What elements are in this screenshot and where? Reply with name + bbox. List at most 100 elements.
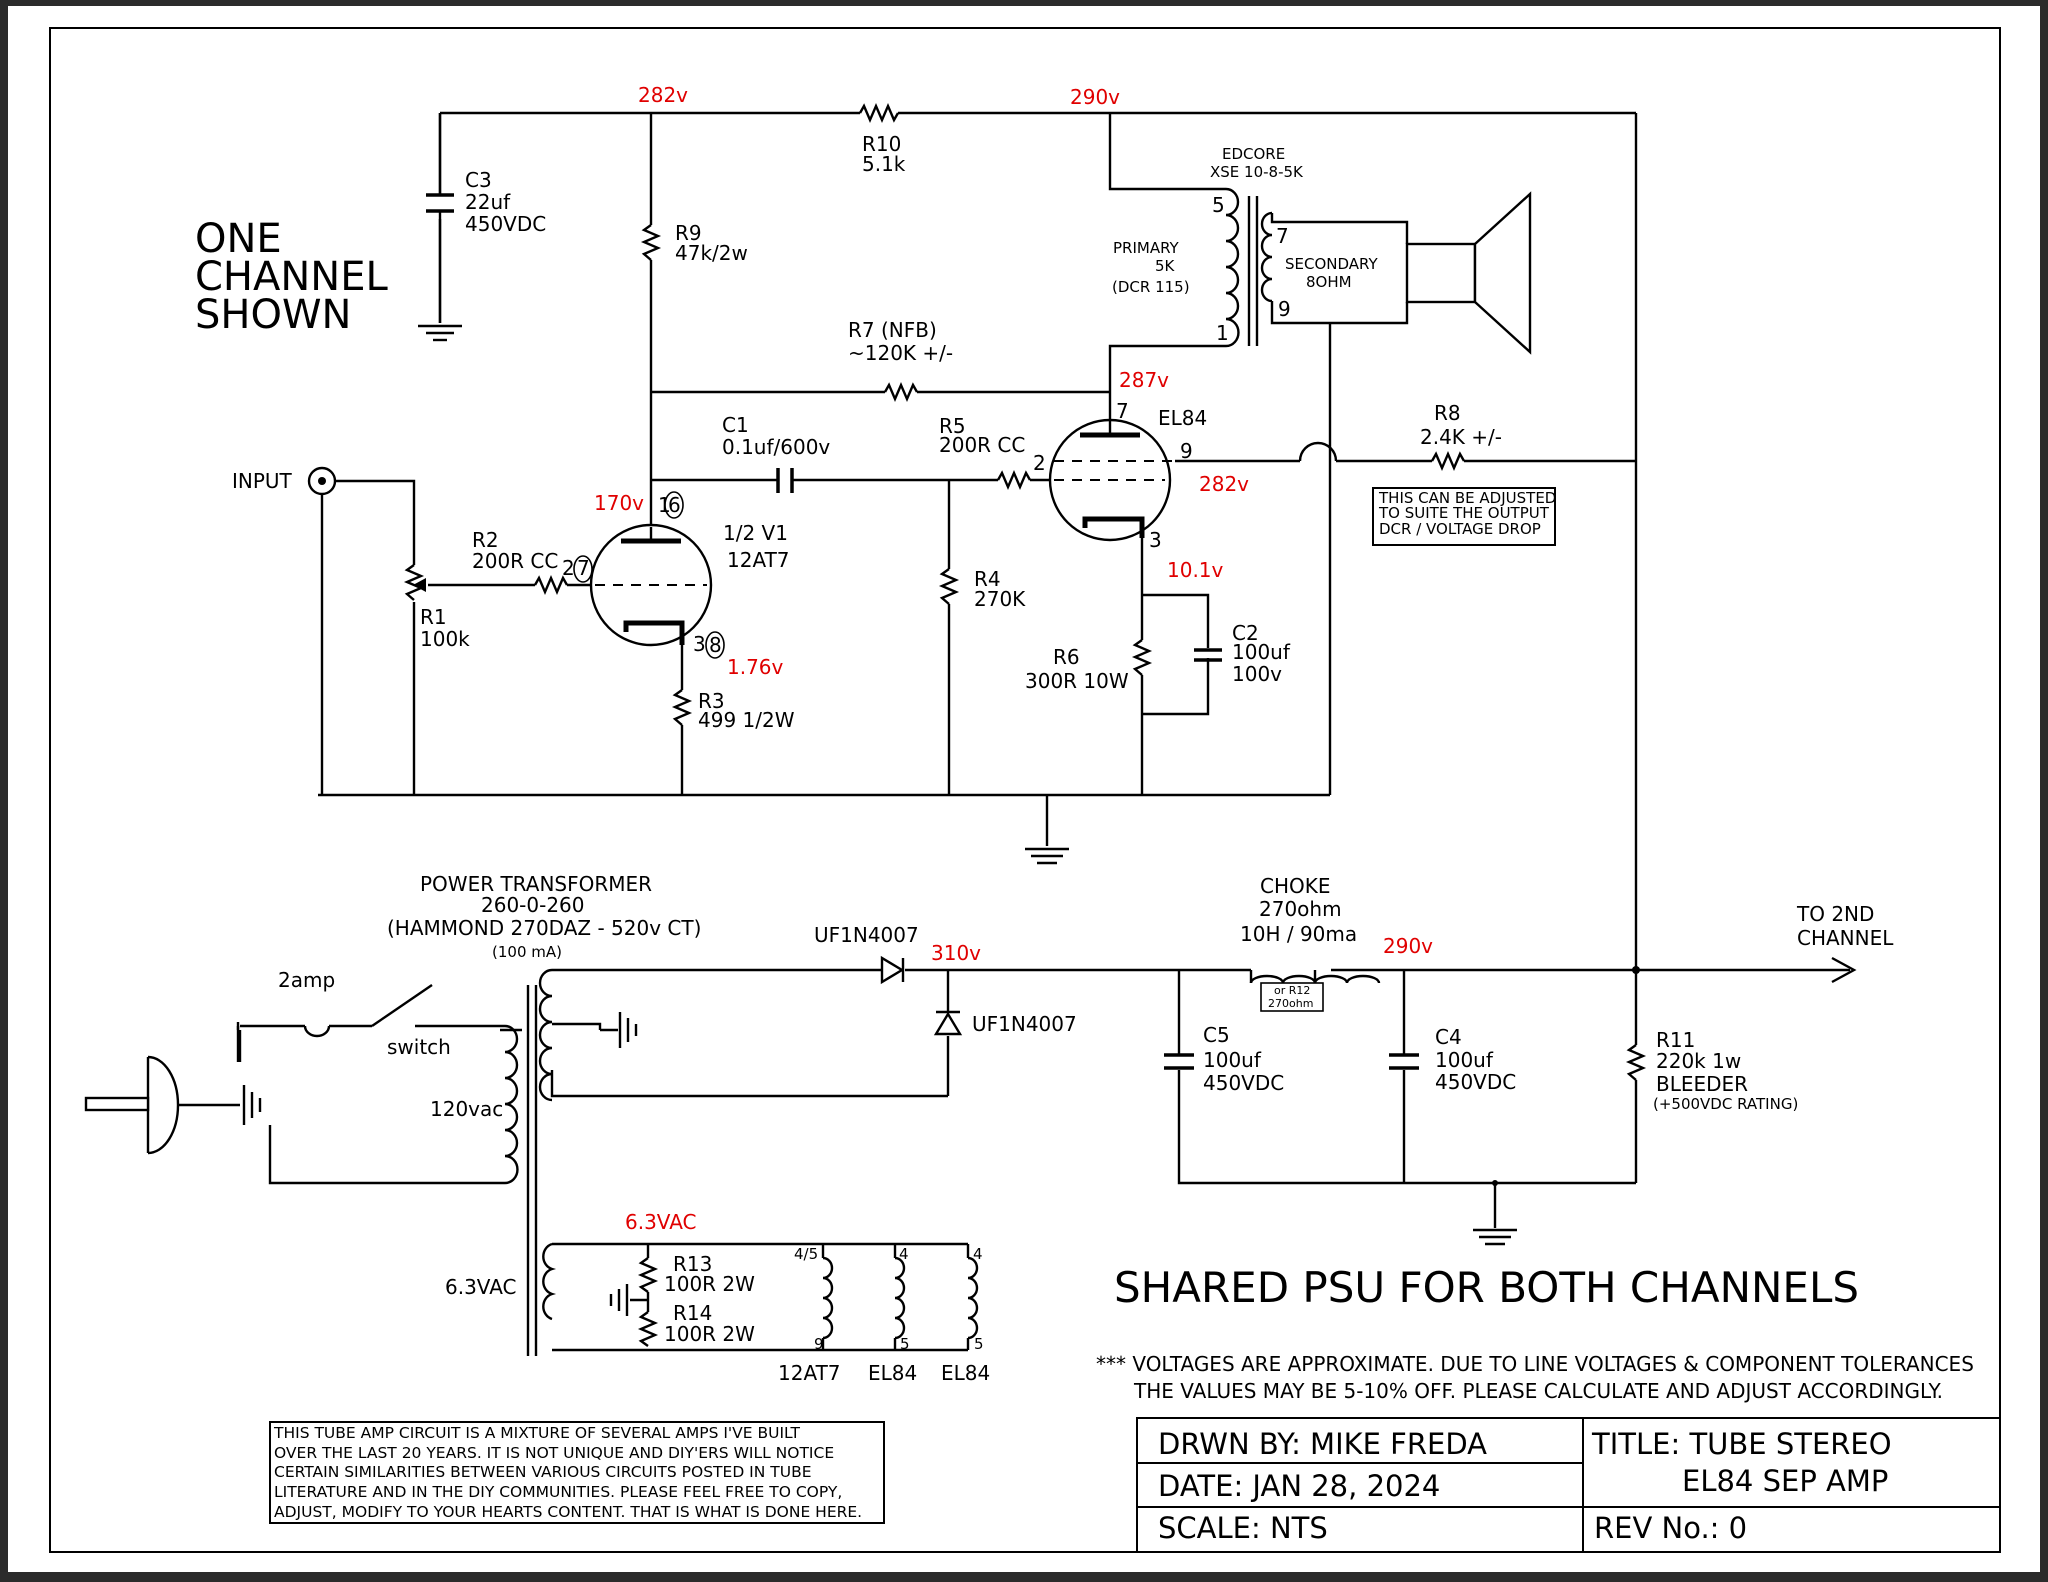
- heater-ground-icon: [609, 1284, 629, 1316]
- diy-note-line3: CERTAIN SIMILARITIES BETWEEN VARIOUS CIR…: [274, 1463, 812, 1481]
- el84-pin7: 7: [1116, 399, 1129, 423]
- r5-name: R5: [939, 414, 966, 438]
- disclaimer-line2: THE VALUES MAY BE 5-10% OFF. PLEASE CALC…: [1133, 1379, 1943, 1403]
- r2-name: R2: [472, 528, 499, 552]
- r8-value: 2.4K +/-: [1420, 425, 1502, 449]
- speaker-icon: [1405, 191, 1532, 355]
- diy-note-line5: ADJUST, MODIFY TO YOUR HEARTS CONTENT. T…: [274, 1503, 862, 1521]
- output-transformer-icon: [1225, 187, 1409, 348]
- v1-tube-icon: [589, 523, 713, 647]
- heater-pin-4b: 4: [973, 1245, 983, 1263]
- el84-pin3: 3: [1149, 528, 1162, 552]
- voltage-282-top: 282v: [638, 83, 688, 107]
- c5-voltage: 450VDC: [1203, 1071, 1284, 1095]
- primary-impedance: 5K: [1155, 257, 1176, 275]
- voltage-170: 170v: [594, 491, 644, 515]
- switch-label: switch: [387, 1035, 451, 1059]
- psu-wiring: [236, 956, 1857, 1352]
- voltage-282-g2: 282v: [1199, 472, 1249, 496]
- c3-value: 22uf: [465, 190, 511, 214]
- v1-pin6: 6: [668, 493, 681, 517]
- voltage-287: 287v: [1119, 368, 1169, 392]
- main-ground-icon: [1025, 847, 1069, 865]
- adjust-note-box: [1372, 487, 1556, 546]
- heater-12at7: 12AT7: [778, 1361, 841, 1385]
- r12-alt-box: [1260, 982, 1324, 1012]
- ot-model: XSE 10-8-5K: [1210, 163, 1304, 181]
- r1-name: R1: [420, 605, 447, 629]
- r14-name: R14: [673, 1301, 712, 1325]
- c3-voltage: 450VDC: [465, 212, 546, 236]
- c4-value: 100uf: [1435, 1048, 1494, 1072]
- d2-diode-icon: [933, 1010, 963, 1036]
- r12-alt-value: 270ohm: [1268, 997, 1313, 1010]
- title-block-title-line1: TITLE: TUBE STEREO: [1591, 1427, 1892, 1461]
- pt-current: (100 mA): [492, 943, 562, 961]
- r8-name: R8: [1434, 401, 1461, 425]
- r14-value: 100R 2W: [664, 1322, 755, 1346]
- choke-dcr: 270ohm: [1259, 897, 1342, 921]
- d1-label: UF1N4007: [814, 923, 919, 947]
- junction-dots: [1492, 966, 1640, 1186]
- c2-voltage: 100v: [1232, 662, 1282, 686]
- heading-one: ONE: [195, 216, 282, 262]
- c4-voltage: 450VDC: [1435, 1070, 1516, 1094]
- r3-name: R3: [698, 689, 725, 713]
- pt-voltage: 260-0-260: [481, 893, 585, 917]
- v1-type: 12AT7: [727, 548, 790, 572]
- v1-pin1: 1: [658, 493, 671, 517]
- ot-pin7: 7: [1276, 224, 1289, 248]
- psu-ground-icon: [1473, 1228, 1517, 1246]
- heater-vac-label: 6.3VAC: [445, 1275, 517, 1299]
- input-jack-icon: [307, 466, 337, 496]
- disclaimer-line1: *** VOLTAGES ARE APPROXIMATE. DUE TO LIN…: [1096, 1352, 1974, 1376]
- r5-value: 200R CC: [939, 433, 1025, 457]
- to-2nd-channel-line2: CHANNEL: [1797, 926, 1894, 950]
- to-2nd-channel-line1: TO 2ND: [1796, 902, 1874, 926]
- d1-diode-icon: [880, 955, 905, 985]
- v1-pin8: 8: [709, 633, 722, 657]
- c3-name: C3: [465, 168, 492, 192]
- voltage-6-3vac: 6.3VAC: [625, 1210, 697, 1234]
- d2-label: UF1N4007: [972, 1012, 1077, 1036]
- heading-shown: SHOWN: [195, 292, 351, 338]
- voltage-290-top: 290v: [1070, 85, 1120, 109]
- r4-name: R4: [974, 567, 1001, 591]
- choke-inductance: 10H / 90ma: [1240, 922, 1357, 946]
- r1-wiper-arrow-icon: [413, 578, 426, 592]
- voltage-1-76: 1.76v: [727, 655, 784, 679]
- secondary-impedance: 8OHM: [1306, 273, 1352, 291]
- r9-name: R9: [675, 221, 702, 245]
- heater-el84-a: EL84: [868, 1361, 917, 1385]
- c2-name: C2: [1232, 621, 1259, 645]
- r11-name: R11: [1656, 1028, 1695, 1052]
- primary-vac-label: 120vac: [430, 1097, 503, 1121]
- c4-name: C4: [1435, 1025, 1462, 1049]
- r13-value: 100R 2W: [664, 1272, 755, 1296]
- heater-pin-5b: 5: [974, 1335, 984, 1353]
- power-plug-icon: [84, 1055, 240, 1155]
- voltage-10-1: 10.1v: [1167, 558, 1224, 582]
- heater-pin-4-5: 4/5: [794, 1245, 818, 1263]
- v1-name: 1/2 V1: [723, 521, 788, 545]
- heater-pin-5a: 5: [900, 1335, 910, 1353]
- title-block-rev: REV No.: 0: [1594, 1511, 1747, 1545]
- title-block-date: DATE: JAN 28, 2024: [1158, 1469, 1440, 1503]
- r11-value: 220k 1w: [1656, 1049, 1741, 1073]
- fuse-label: 2amp: [278, 968, 335, 992]
- adjust-note-line3: DCR / VOLTAGE DROP: [1379, 520, 1541, 538]
- el84-pin9: 9: [1180, 439, 1193, 463]
- secondary-label: SECONDARY: [1285, 255, 1379, 273]
- c2-capacitor: [1194, 648, 1222, 662]
- adjust-note-line2: TO SUITE THE OUTPUT: [1378, 504, 1550, 522]
- r3-value: 499 1/2W: [698, 708, 795, 732]
- v1-pin3: 3: [693, 632, 706, 656]
- r9-value: 47k/2w: [675, 241, 748, 265]
- title-block-scale: SCALE: NTS: [1158, 1511, 1328, 1545]
- c4-capacitor: [1389, 1053, 1419, 1070]
- el84-type: EL84: [1158, 406, 1207, 430]
- c1-value: 0.1uf/600v: [722, 435, 830, 459]
- primary-dcr: (DCR 115): [1112, 278, 1190, 296]
- plug-ground-icon: [242, 1085, 262, 1125]
- pt-label: POWER TRANSFORMER: [420, 872, 652, 896]
